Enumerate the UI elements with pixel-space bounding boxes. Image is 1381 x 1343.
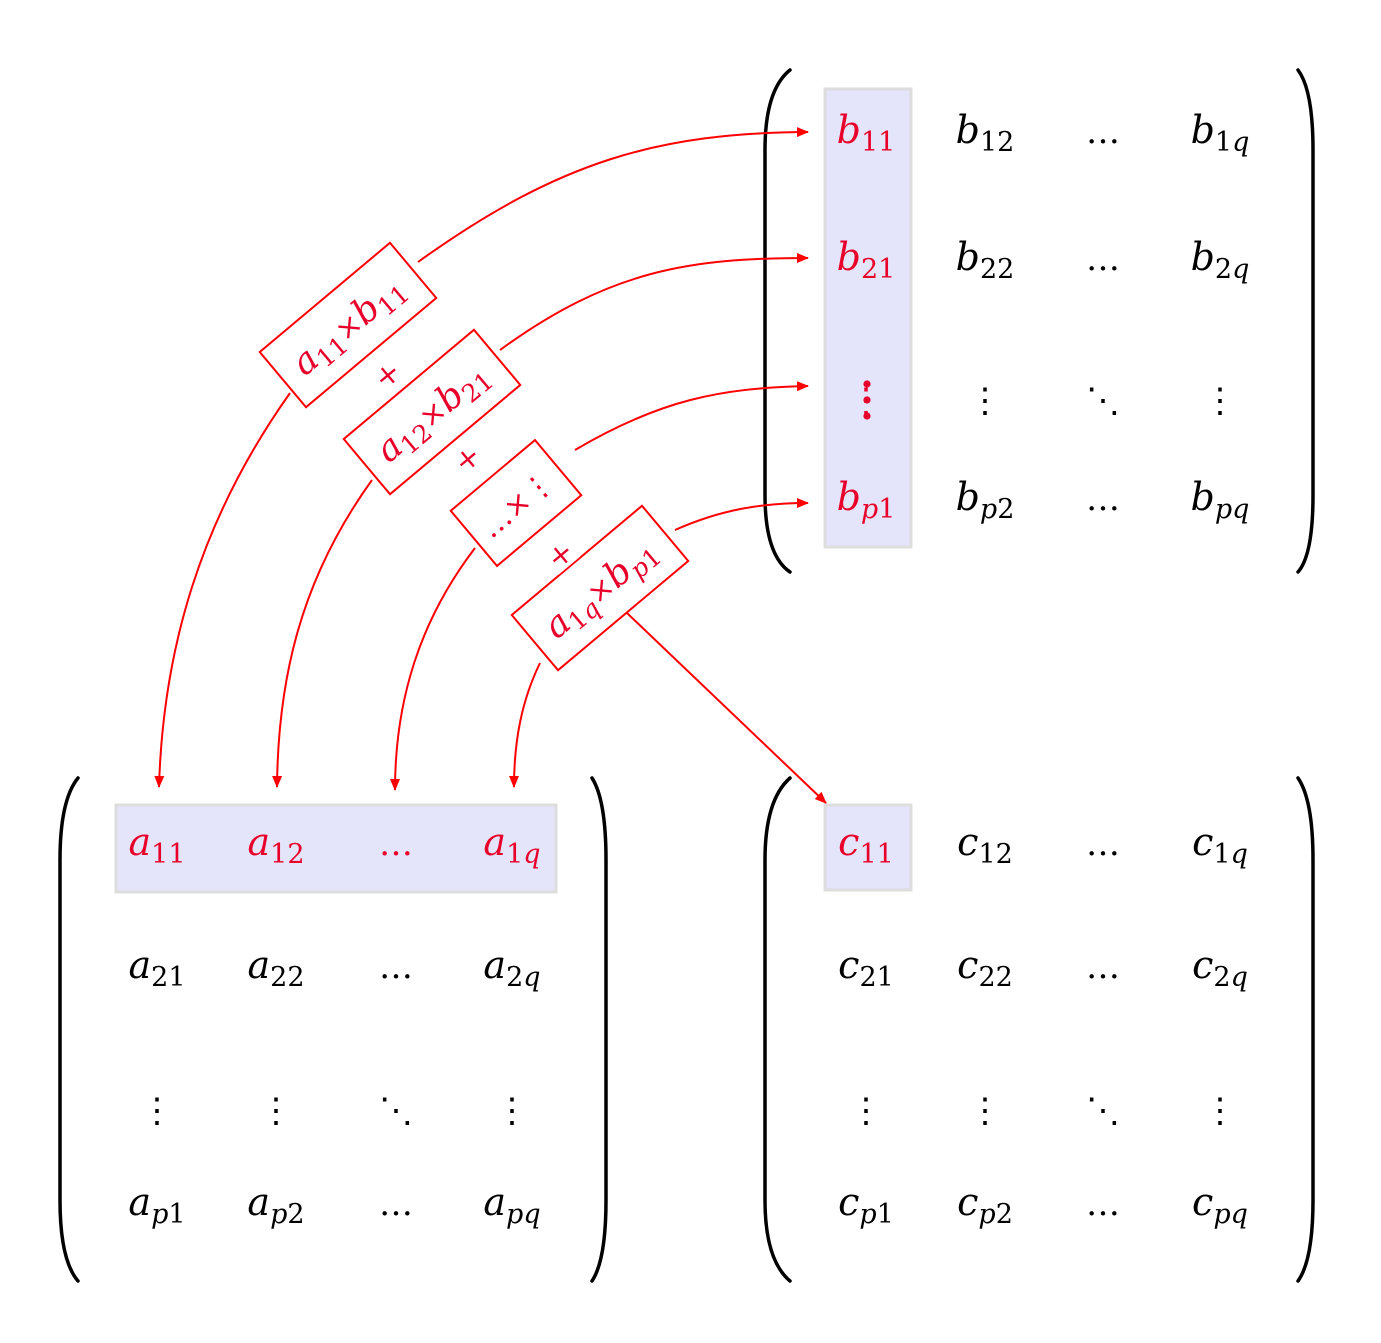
matrix-b-entry: ⋮ bbox=[968, 381, 1002, 421]
matrix-b-entry: b11 bbox=[837, 108, 896, 158]
arrow-a12b21-to-b21 bbox=[499, 253, 809, 351]
a-first-row-highlight bbox=[114, 803, 558, 894]
product-box: a11×b11 bbox=[258, 241, 438, 409]
arrow-a12b21-to-a12 bbox=[272, 479, 373, 788]
matrix-a-entry: ap1 bbox=[128, 1180, 185, 1230]
matrix-b-entry: b12 bbox=[956, 108, 1015, 158]
plus-sign: + bbox=[447, 438, 489, 481]
matrix-a-entry: ap2 bbox=[247, 1180, 304, 1230]
matrix-c-entry: c12 bbox=[957, 820, 1013, 870]
matrix-a-entry: ⋱ bbox=[379, 1091, 413, 1131]
matrix-c-entry: c22 bbox=[957, 943, 1013, 993]
matrix-c-entry: ⋱ bbox=[1086, 1091, 1120, 1131]
matrix-c-entry: c2q bbox=[1192, 943, 1248, 993]
matrix-a-brackets bbox=[58, 776, 608, 1283]
matrix-c: c11 c12 … c1q c21 c22 … c2q ⋮ ⋮ ⋱ ⋮ cp1 cp2 … cpq bbox=[838, 820, 1248, 1230]
matrix-c-entry: cp2 bbox=[957, 1180, 1013, 1230]
matrix-a-entry: … bbox=[379, 1184, 413, 1224]
matrix-c-brackets bbox=[763, 776, 1315, 1283]
matrix-c-entry: … bbox=[1086, 947, 1120, 987]
matrix-a-entry: apq bbox=[483, 1180, 540, 1230]
b-col-vdots-icon bbox=[863, 380, 871, 388]
matrix-c-entry: c21 bbox=[838, 943, 894, 993]
arrow-dots-to-adots bbox=[390, 547, 476, 791]
matrix-c-entry: cp1 bbox=[838, 1180, 894, 1230]
matrix-a-entry: ⋮ bbox=[259, 1091, 293, 1131]
matrix-a-entry: a11 bbox=[128, 820, 185, 870]
arrow-dots-to-bdots bbox=[574, 381, 809, 451]
matrix-b-entry: … bbox=[1086, 239, 1120, 279]
arrow-a11b11-to-a11 bbox=[154, 392, 291, 788]
product-box: a1q×bp1 bbox=[510, 504, 690, 672]
matrix-c-entry: … bbox=[1086, 1184, 1120, 1224]
matrix-b-entry: … bbox=[1086, 479, 1120, 519]
matrix-a-entry: a2q bbox=[483, 943, 540, 993]
product-arrows bbox=[154, 127, 827, 804]
b-col-vdots-icon bbox=[863, 396, 871, 404]
matrix-c-entry: … bbox=[1086, 824, 1120, 864]
matrix-c-entry: ⋮ bbox=[968, 1091, 1002, 1131]
arrow-a1qbp1-to-bp1 bbox=[674, 498, 809, 531]
matrix-a-entry: ⋮ bbox=[140, 1091, 174, 1131]
c11-highlight bbox=[823, 803, 913, 892]
arrow-to-c11 bbox=[626, 612, 827, 804]
matrix-a-entry: a21 bbox=[128, 943, 185, 993]
matrix-b-entry: b22 bbox=[956, 235, 1015, 285]
matrix-a-entry: a12 bbox=[247, 820, 304, 870]
product-box: …×⋮ bbox=[449, 438, 583, 568]
matrix-a-entry: a22 bbox=[247, 943, 304, 993]
matrix-b-entry: b1q bbox=[1191, 108, 1250, 158]
matrix-a-entry: … bbox=[379, 947, 413, 987]
matrix-a: a11 a12 … a1q a21 a22 … a2q ⋮ ⋮ ⋱ ⋮ ap1 ap2 … apq bbox=[128, 820, 540, 1230]
matrix-b-entry: ⋱ bbox=[1086, 381, 1120, 421]
matrix-b-entry: b2q bbox=[1191, 235, 1250, 285]
matrix-a-entry: a1q bbox=[483, 820, 540, 870]
arrow-a11b11-to-b11 bbox=[417, 127, 809, 263]
matrix-c-entry: ⋮ bbox=[849, 1091, 883, 1131]
matrix-b-entry: b21 bbox=[837, 235, 896, 285]
matrix-b-brackets bbox=[763, 68, 1315, 574]
matrix-b-entry: … bbox=[1086, 112, 1120, 152]
matrix-a-entry: ⋮ bbox=[495, 1091, 529, 1131]
matrix-c-entry: ⋮ bbox=[1203, 1091, 1237, 1131]
b-col-vdots-icon bbox=[863, 412, 871, 420]
matrix-c-entry: c11 bbox=[838, 820, 894, 870]
matrix-b-entry: bp1 bbox=[837, 475, 896, 525]
matrix-b-entry: bp2 bbox=[956, 475, 1015, 525]
matrix-c-entry: c1q bbox=[1192, 820, 1248, 870]
matrix-b-entry: bpq bbox=[1191, 475, 1250, 525]
b-first-column-highlight bbox=[823, 87, 913, 549]
matrix-c-entry: cpq bbox=[1192, 1180, 1248, 1230]
product-box: a12×b21 bbox=[342, 328, 522, 496]
matrix-a-entry: … bbox=[379, 824, 413, 864]
matrix-b-entry: ⋮ bbox=[1203, 381, 1237, 421]
arrow-a1qbp1-to-a1q bbox=[509, 662, 541, 788]
